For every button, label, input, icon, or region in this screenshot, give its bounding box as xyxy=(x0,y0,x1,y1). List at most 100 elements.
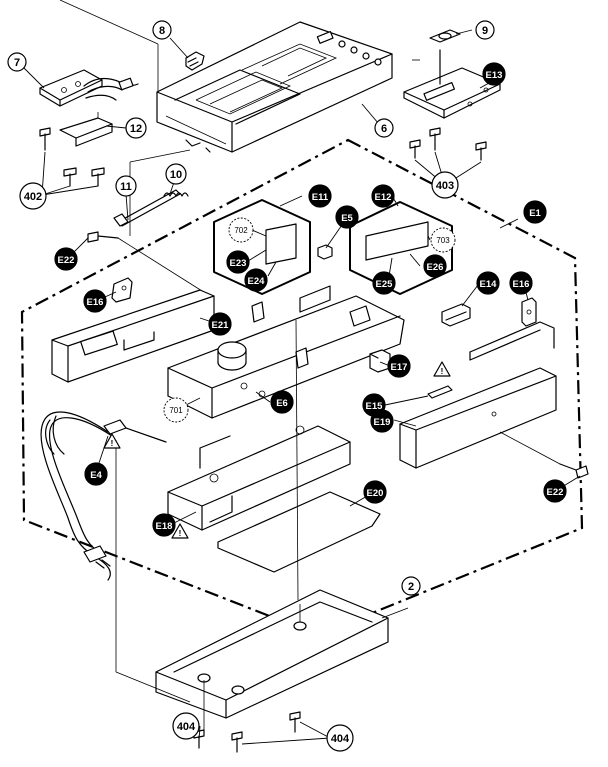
callout: 402 xyxy=(19,182,47,210)
callout: E16 xyxy=(509,271,533,295)
callout-label: E16 xyxy=(87,297,104,308)
callout: E1 xyxy=(523,200,547,224)
screws-402 xyxy=(39,127,105,187)
warning-triangle: ! xyxy=(103,433,121,449)
part-E17 xyxy=(369,349,391,373)
callout-label: E20 xyxy=(367,488,384,499)
pcb-703 xyxy=(365,221,429,261)
warning-glyph: ! xyxy=(441,367,444,376)
callout-label: 402 xyxy=(24,191,42,203)
part-E5 xyxy=(317,244,333,260)
bracket-7 xyxy=(39,69,139,107)
callout-label: 702 xyxy=(234,226,248,235)
callout-label: 12 xyxy=(130,123,142,135)
callout-label: 10 xyxy=(170,169,182,181)
bottom-cover xyxy=(155,589,389,719)
callout: E22 xyxy=(543,479,567,503)
callout: E18 xyxy=(152,513,176,537)
callout: E19 xyxy=(370,409,394,433)
screw-E22-left xyxy=(87,231,211,297)
callout-label: E22 xyxy=(547,487,564,498)
callout-label: E19 xyxy=(374,417,391,428)
bracket-E16-left xyxy=(111,277,133,303)
callout-label: E22 xyxy=(58,255,75,266)
callout-label: 404 xyxy=(177,721,196,733)
sheet-E20 xyxy=(217,491,381,573)
warning-triangle: ! xyxy=(171,523,189,539)
callout: E6 xyxy=(270,390,294,414)
chassis-base xyxy=(167,285,405,419)
screw-E22-right xyxy=(499,431,589,479)
callout-label: E1 xyxy=(529,208,541,219)
callout: 6 xyxy=(374,118,394,138)
callout: E25 xyxy=(372,271,396,295)
warning-glyph: ! xyxy=(179,529,182,538)
bracket-E13 xyxy=(403,49,501,119)
callout: 701 xyxy=(163,397,189,423)
callout-label: 2 xyxy=(408,581,414,593)
callout-label: 403 xyxy=(436,180,454,192)
part-E15 xyxy=(427,385,453,399)
callout: E26 xyxy=(423,254,447,278)
screws-404 xyxy=(193,711,301,753)
panel-E19 xyxy=(399,321,557,469)
callout: E23 xyxy=(226,250,250,274)
callout-label: E5 xyxy=(341,213,353,224)
warning-glyph: ! xyxy=(111,439,114,448)
callout-label: 6 xyxy=(381,123,387,135)
spring-10 xyxy=(163,192,189,197)
callout: 404 xyxy=(326,724,354,752)
callout: 404 xyxy=(172,712,200,740)
callout-label: E14 xyxy=(480,279,498,290)
callout-label: 8 xyxy=(159,25,165,37)
callout: 403 xyxy=(431,171,459,199)
callout-label: 701 xyxy=(169,406,183,415)
callout: 11 xyxy=(115,175,137,197)
callout-label: E13 xyxy=(486,70,503,81)
callout-label: E18 xyxy=(156,521,173,532)
callout: E24 xyxy=(244,268,268,292)
callout: 8 xyxy=(152,20,172,40)
callout: E22 xyxy=(54,247,78,271)
callout: 10 xyxy=(165,163,187,185)
callout: E12 xyxy=(371,184,395,208)
callout: 2 xyxy=(401,576,421,596)
callout-label: 11 xyxy=(120,181,132,193)
callout: E17 xyxy=(387,354,411,378)
callout-label: E26 xyxy=(427,262,444,273)
callout-label: E12 xyxy=(375,192,392,203)
callout-label: 7 xyxy=(14,57,20,69)
callout: E20 xyxy=(363,480,387,504)
bracket-12 xyxy=(59,112,113,147)
callout: E5 xyxy=(335,205,359,229)
callout: 703 xyxy=(430,227,456,253)
pcb-702 xyxy=(265,223,297,265)
callout: 12 xyxy=(125,117,147,139)
callout-label: E16 xyxy=(513,279,530,290)
power-cord-E4 xyxy=(40,411,167,581)
callout-label: E15 xyxy=(366,401,384,412)
callout: E16 xyxy=(83,289,107,313)
callout-label: E24 xyxy=(248,276,266,287)
warning-triangle: ! xyxy=(433,361,451,377)
callout: 702 xyxy=(228,217,254,243)
callout-label: E25 xyxy=(376,279,394,290)
bracket-E14 xyxy=(441,303,471,327)
callout: E14 xyxy=(476,271,500,295)
callout-label: E21 xyxy=(212,320,230,331)
assembly-guide-lines xyxy=(59,0,420,730)
callout: E11 xyxy=(308,184,332,208)
callout: E4 xyxy=(84,462,108,486)
callout-label: E4 xyxy=(90,470,102,481)
callout: 9 xyxy=(475,20,495,40)
callout-label: 404 xyxy=(331,733,350,745)
callout: E21 xyxy=(208,312,232,336)
callout-label: E11 xyxy=(312,192,329,203)
callout-label: E6 xyxy=(276,398,288,409)
bracket-E16-right xyxy=(521,297,537,327)
callout: 7 xyxy=(7,52,27,72)
callout-label: E17 xyxy=(391,362,408,373)
screws-403 xyxy=(409,127,487,161)
clip-8 xyxy=(185,51,205,71)
